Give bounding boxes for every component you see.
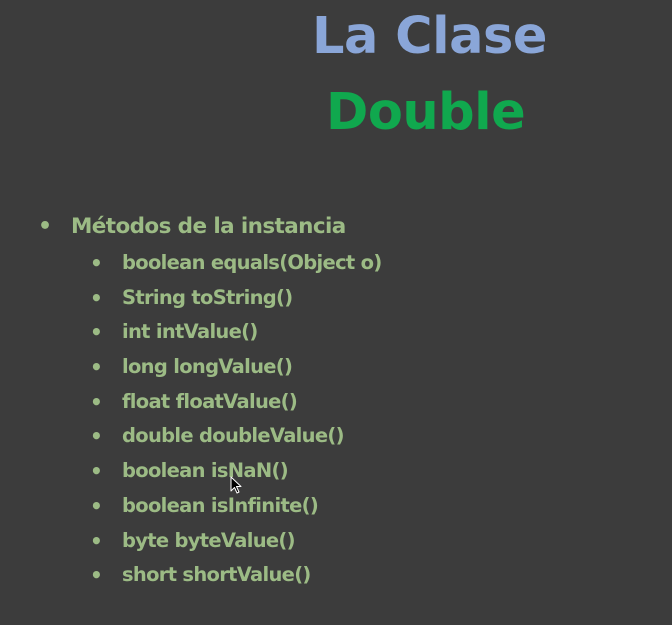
bullet-marker: • <box>90 389 103 414</box>
bullet-list: • Métodos de la instancia • boolean equa… <box>0 208 672 593</box>
method-text: float floatValue() <box>122 389 298 413</box>
method-item: • float floatValue() <box>0 385 672 420</box>
method-item: • long longValue() <box>0 350 672 385</box>
method-item: • boolean isInfinite() <box>0 489 672 524</box>
method-text: long longValue() <box>122 355 293 379</box>
bullet-marker: • <box>90 355 103 380</box>
method-text: String toString() <box>122 285 293 309</box>
bullet-marker: • <box>90 493 103 518</box>
mouse-pointer-icon <box>230 476 242 494</box>
title-line-double: Double <box>326 83 526 142</box>
bullet-marker: • <box>90 563 103 588</box>
method-text: double doubleValue() <box>122 424 345 448</box>
method-text: short shortValue() <box>122 563 311 587</box>
method-item: • double doubleValue() <box>0 419 672 454</box>
title-line-la-clase: La Clase <box>312 7 547 66</box>
method-item: • int intValue() <box>0 315 672 350</box>
method-item: • boolean isNaN() <box>0 454 672 489</box>
bullet-marker: • <box>90 285 103 310</box>
bullet-marker: • <box>90 528 103 553</box>
section-item: • Métodos de la instancia <box>0 208 672 246</box>
method-text: int intValue() <box>122 320 258 344</box>
method-text: boolean isNaN() <box>122 459 289 483</box>
method-item: • boolean equals(Object o) <box>0 246 672 281</box>
bullet-marker: • <box>90 459 103 484</box>
method-text: boolean isInfinite() <box>122 493 319 517</box>
slide-title: La Clase Double <box>0 0 672 150</box>
bullet-marker: • <box>90 424 103 449</box>
method-text: byte byteValue() <box>122 528 296 552</box>
method-item: • String toString() <box>0 281 672 316</box>
method-item: • byte byteValue() <box>0 524 672 559</box>
bullet-marker: • <box>90 251 103 275</box>
method-list: • boolean equals(Object o) • String toSt… <box>0 246 672 593</box>
bullet-marker: • <box>90 320 103 345</box>
method-text: boolean equals(Object o) <box>122 251 382 274</box>
section-label: Métodos de la instancia <box>71 214 346 239</box>
bullet-marker: • <box>38 214 53 239</box>
method-item: • short shortValue() <box>0 558 672 593</box>
